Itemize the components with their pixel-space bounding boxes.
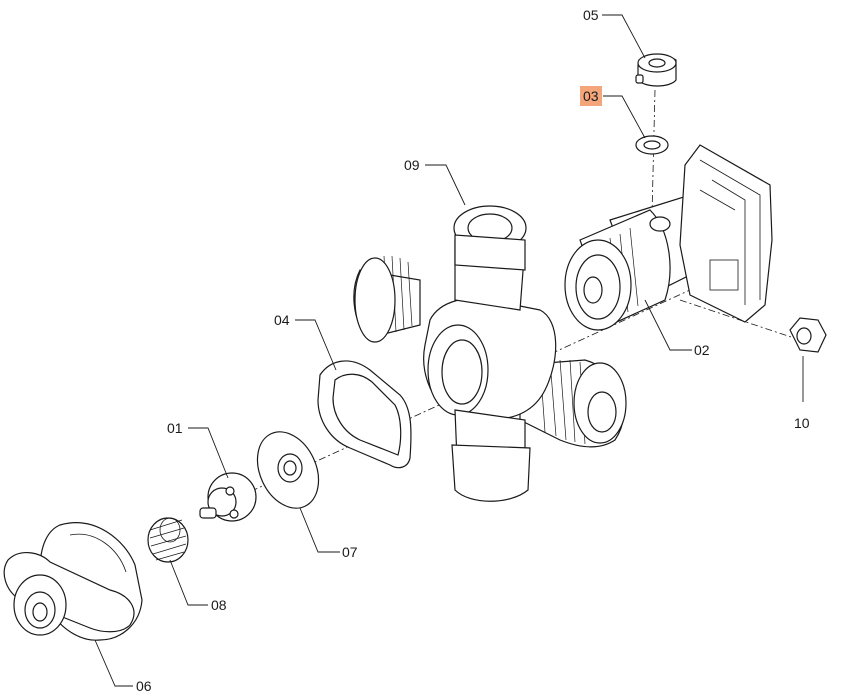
part-04-gasket[interactable] xyxy=(317,360,412,469)
label-02: 02 xyxy=(694,342,710,358)
part-03-washer[interactable] xyxy=(635,135,669,155)
part-07-disc[interactable] xyxy=(246,422,331,518)
part-02-housing[interactable] xyxy=(564,144,773,331)
label-03: 03 xyxy=(583,88,599,104)
part-08-spring[interactable] xyxy=(147,517,189,563)
label-01: 01 xyxy=(167,420,183,436)
callout-labels: 05 03 09 04 01 02 10 07 08 06 xyxy=(136,7,810,694)
label-07: 07 xyxy=(342,544,358,560)
leader-lines xyxy=(94,14,804,687)
label-03-highlight xyxy=(580,86,602,106)
highlight-box xyxy=(580,86,602,106)
part-10-hex-nut[interactable] xyxy=(789,317,827,353)
label-06: 06 xyxy=(136,678,152,694)
label-05: 05 xyxy=(583,7,599,23)
label-10: 10 xyxy=(794,415,810,431)
part-06-cap[interactable] xyxy=(3,522,143,641)
part-09-cross-body[interactable] xyxy=(353,205,627,502)
label-08: 08 xyxy=(211,597,227,613)
label-04: 04 xyxy=(274,312,290,328)
part-01-valve-insert[interactable] xyxy=(199,472,257,522)
label-09: 09 xyxy=(404,157,420,173)
part-05-cap-nut[interactable] xyxy=(635,53,677,87)
